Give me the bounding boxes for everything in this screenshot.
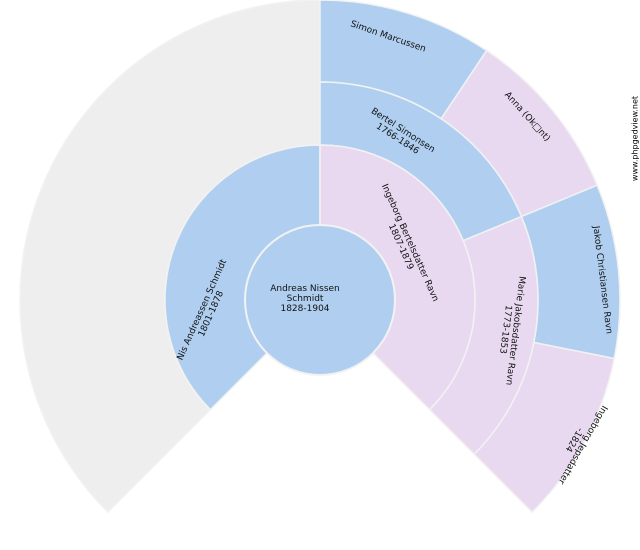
person-root[interactable]: Andreas Nissen Schmidt 1828-1904 (255, 284, 355, 314)
person-dates: 1828-1904 (280, 304, 330, 314)
person-name: Andreas Nissen (270, 284, 340, 294)
person-name: Schmidt (286, 294, 324, 304)
root-person-circle[interactable] (244, 224, 396, 376)
watermark: www.phpgedview.net (630, 95, 640, 182)
